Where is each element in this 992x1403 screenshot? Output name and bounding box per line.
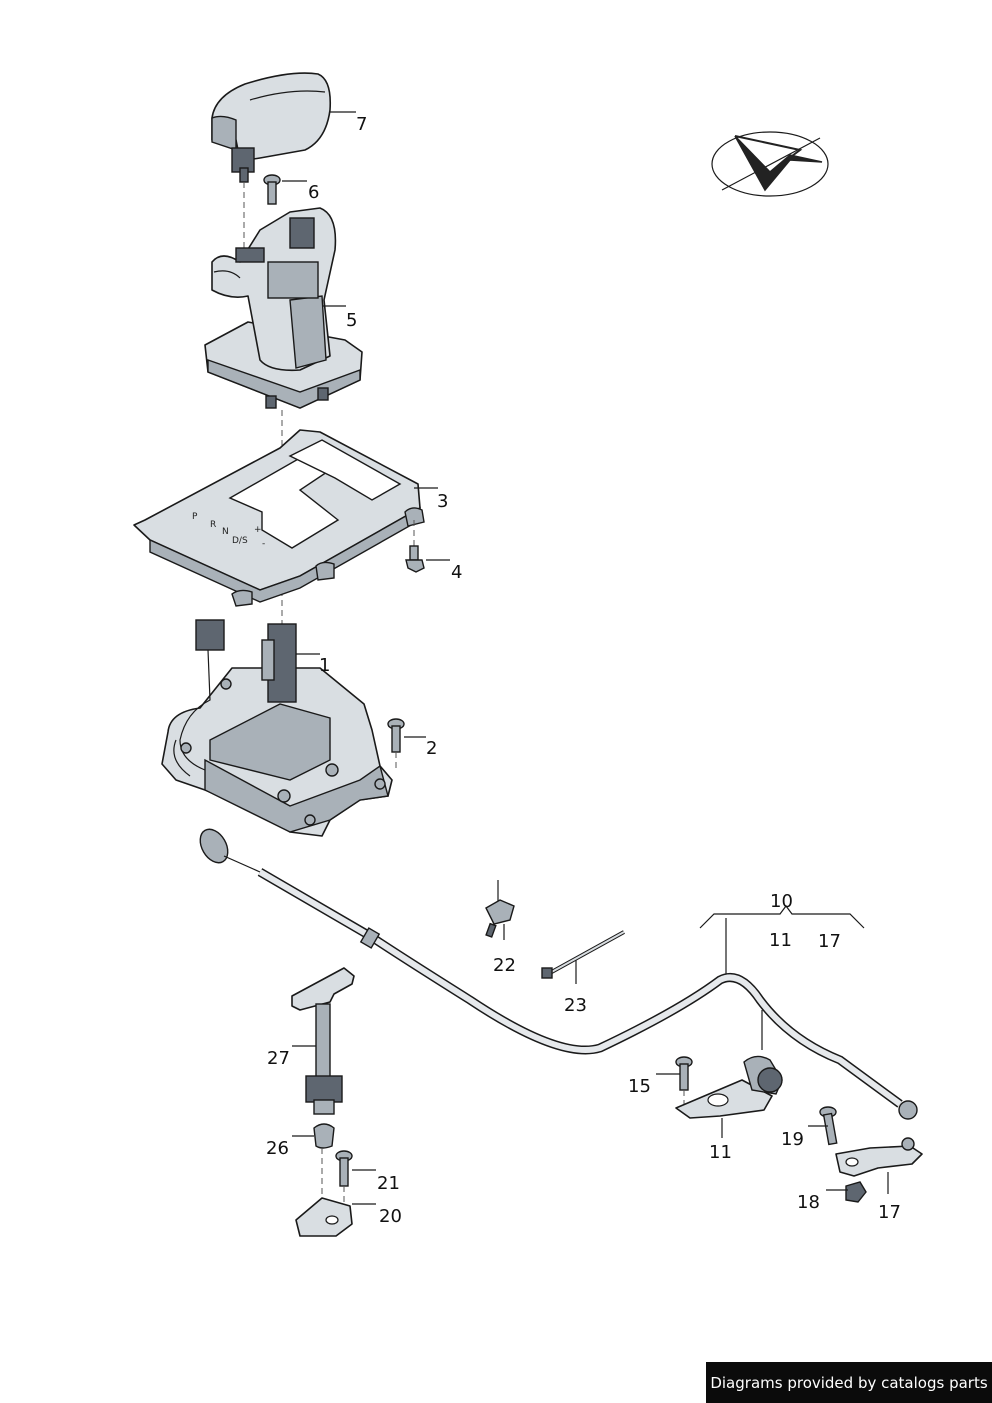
gear-label-p: P bbox=[192, 512, 198, 522]
part-screw-21 bbox=[335, 1150, 353, 1206]
callout-7: 7 bbox=[356, 114, 368, 135]
part-clip-22 bbox=[485, 880, 515, 938]
callout-21: 21 bbox=[377, 1173, 400, 1194]
part-bolt-4 bbox=[405, 520, 425, 573]
callout-26: 26 bbox=[266, 1138, 289, 1159]
callout-3: 3 bbox=[437, 491, 449, 512]
part-trim-panel bbox=[133, 429, 425, 607]
part-selector-housing bbox=[204, 207, 363, 409]
part-cable-tie-23 bbox=[541, 930, 625, 979]
callout-1: 1 bbox=[319, 655, 331, 676]
callout-10: 10 bbox=[770, 891, 793, 912]
callout-5: 5 bbox=[346, 310, 358, 331]
gear-indicator-labels: P R N D/S + - bbox=[192, 512, 265, 549]
part-screw-2 bbox=[387, 718, 405, 770]
callout-11-top: 11 bbox=[769, 930, 792, 951]
gear-label-ds: D/S bbox=[232, 536, 248, 546]
part-screw-15 bbox=[675, 1056, 693, 1112]
callout-6: 6 bbox=[308, 182, 320, 203]
callout-17-bottom: 17 bbox=[878, 1202, 901, 1223]
part-selector-mechanism bbox=[161, 619, 393, 837]
callout-22: 22 bbox=[493, 955, 516, 976]
gear-label-plus: + bbox=[254, 525, 262, 535]
part-bracket-20 bbox=[295, 1197, 353, 1237]
part-lever-17 bbox=[835, 1137, 923, 1177]
callout-18: 18 bbox=[797, 1192, 820, 1213]
part-release-lever bbox=[291, 967, 355, 1115]
callout-23: 23 bbox=[564, 995, 587, 1016]
callout-2: 2 bbox=[426, 738, 438, 759]
gear-label-minus: - bbox=[262, 539, 265, 549]
part-nut-18 bbox=[845, 1181, 867, 1203]
callout-19: 19 bbox=[781, 1129, 804, 1150]
gear-label-n: N bbox=[222, 527, 229, 537]
part-gear-knob bbox=[211, 72, 332, 183]
callout-27: 27 bbox=[267, 1048, 290, 1069]
bracket-10 bbox=[699, 905, 865, 929]
part-screw-6 bbox=[263, 174, 281, 205]
footer-credit: Diagrams provided by catalogs parts bbox=[706, 1362, 992, 1403]
callout-4: 4 bbox=[451, 562, 463, 583]
callout-17-top: 17 bbox=[818, 931, 841, 952]
callout-20: 20 bbox=[379, 1206, 402, 1227]
gear-label-r: R bbox=[210, 520, 216, 530]
callout-15: 15 bbox=[628, 1076, 651, 1097]
part-cable-bracket-11 bbox=[675, 1055, 783, 1119]
part-selector-cable bbox=[199, 828, 918, 1120]
callout-11-bottom: 11 bbox=[709, 1142, 732, 1163]
part-bolt-19 bbox=[819, 1106, 838, 1146]
orientation-symbol bbox=[711, 131, 829, 197]
